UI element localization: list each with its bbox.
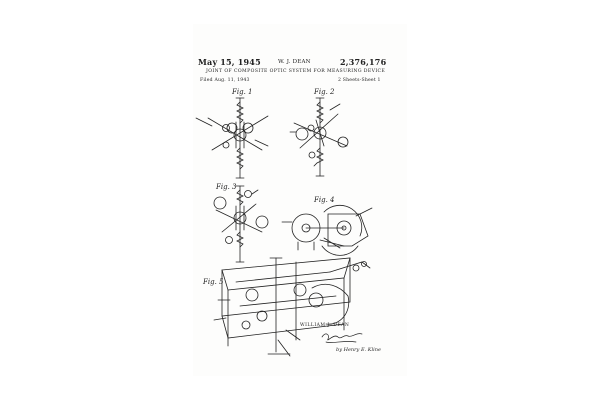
fig5-label: Fig. 5 — [203, 278, 224, 286]
fig3-label: Fig. 3 — [216, 183, 237, 191]
inventor-label: WILLIAM J. DEAN — [300, 323, 350, 328]
inventor-name: W. J. DEAN — [278, 59, 311, 65]
inventor-signature — [321, 333, 363, 343]
patent-sheet — [193, 24, 407, 376]
filed-date: Filed Aug. 11, 1943 — [200, 78, 250, 83]
fig4-label: Fig. 4 — [314, 196, 335, 204]
figure-3-drawing — [213, 185, 269, 263]
figure-5-drawing — [213, 257, 371, 357]
attorney-line: by Henry E. Kline — [336, 347, 381, 353]
figure-4-drawing — [281, 204, 373, 256]
patent-title: JOINT OF COMPOSITE OPTIC SYSTEM FOR MEAS… — [206, 69, 386, 74]
figure-2-drawing — [289, 97, 349, 177]
figure-1-drawing — [195, 97, 269, 179]
patent-number: 2,376,176 — [340, 57, 387, 67]
fig2-label: Fig. 2 — [314, 88, 335, 96]
fig1-label: Fig. 1 — [232, 88, 253, 96]
patent-date: May 15, 1945 — [198, 57, 261, 67]
sheet-count: 2 Sheets-Sheet 1 — [338, 78, 381, 83]
